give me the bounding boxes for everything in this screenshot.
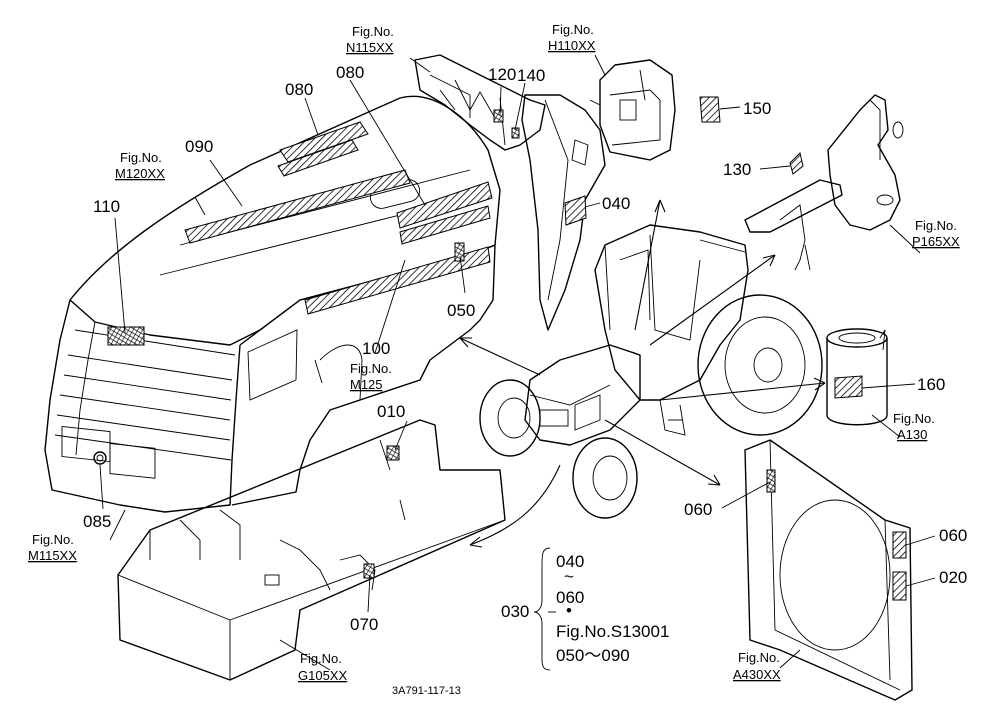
tractor-drawing	[479, 224, 823, 519]
note-line-4: •	[566, 601, 572, 620]
part-label-020: 020	[939, 568, 967, 587]
fig-a130-prefix: Fig.No.	[893, 411, 935, 426]
part-label-160: 160	[917, 375, 945, 394]
part-label-120: 120	[488, 65, 516, 84]
fig-h110-prefix: Fig.No.	[552, 22, 594, 37]
fig-m115-prefix: Fig.No.	[32, 532, 74, 547]
part-label-090: 090	[185, 137, 213, 156]
fig-m120-prefix: Fig.No.	[120, 150, 162, 165]
part-label-040: 040	[602, 194, 630, 213]
part-label-140: 140	[517, 66, 545, 85]
fig-n115-prefix: Fig.No.	[352, 24, 394, 39]
leader-lines	[99, 54, 936, 671]
fig-a430-prefix: Fig.No.	[738, 650, 780, 665]
part-label-030: 030	[501, 602, 529, 621]
fig-p165-prefix: Fig.No.	[915, 218, 957, 233]
fig-h110-code: H110XX	[548, 38, 596, 53]
part-label-085: 085	[83, 512, 111, 531]
drawing-number: 3A791-117-13	[392, 685, 461, 697]
fig-a130-code: A130	[897, 427, 927, 442]
note-line-5: Fig.No.S13001	[556, 622, 669, 641]
fig-m125-code: M125	[350, 377, 383, 392]
front-frame-drawing	[414, 54, 546, 151]
filter-drawing	[826, 328, 888, 426]
fig-g105-code: G105XX	[298, 668, 347, 683]
cab-panel-drawing	[589, 59, 721, 161]
note-line-1: 040	[556, 552, 584, 571]
note-line-2: ~	[564, 567, 574, 586]
pedal-bracket-drawing	[744, 94, 904, 271]
part-label-050: 050	[447, 301, 475, 320]
part-label-080-top: 080	[285, 80, 313, 99]
note-line-6: 050～090	[556, 646, 630, 665]
part-label-060-frame: 060	[684, 500, 712, 519]
arrows	[459, 199, 826, 548]
base-frame-drawing	[117, 419, 506, 681]
fig-g105-prefix: Fig.No.	[300, 651, 342, 666]
part-number-labels: 080 080 090 110 120 140 150 130 040 050 …	[83, 63, 967, 634]
part-label-100: 100	[362, 339, 390, 358]
fig-p165-code: P165XX	[912, 234, 960, 249]
fig-n115-code: N115XX	[346, 40, 394, 55]
part-label-060-shroud: 060	[939, 526, 967, 545]
radiator-shroud-drawing	[744, 439, 913, 701]
part-label-130: 130	[723, 160, 751, 179]
side-panel-drawing	[521, 94, 606, 331]
part-label-080-side: 080	[336, 63, 364, 82]
note-line-3: 060	[556, 588, 584, 607]
bonnet-drawing	[44, 95, 501, 513]
fig-m120-code: M120XX	[115, 166, 165, 181]
fig-m115-code: M115XX	[28, 548, 77, 563]
part-label-150: 150	[743, 99, 771, 118]
figure-labels: Fig.No. N115XX Fig.No. H110XX Fig.No. M1…	[28, 22, 960, 683]
fig-m125-prefix: Fig.No.	[350, 361, 392, 376]
part-label-070: 070	[350, 615, 378, 634]
part-label-110: 110	[93, 197, 120, 216]
part-label-010: 010	[377, 402, 405, 421]
reference-note: 040 ~ 060 • Fig.No.S13001 050～090	[533, 547, 669, 671]
fig-a430-code: A430XX	[733, 667, 781, 682]
